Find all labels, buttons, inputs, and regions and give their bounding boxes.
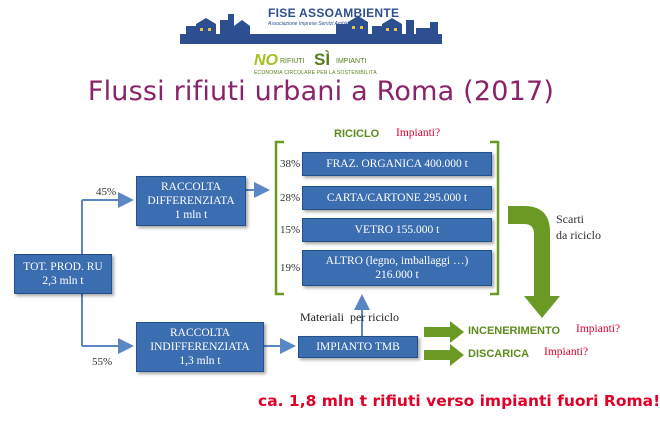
total-value: 2,3 mln t: [42, 275, 84, 287]
recycling-label: RICICLO: [334, 128, 380, 140]
page-title: Flussi rifiuti urbani a Roma (2017): [87, 76, 555, 107]
campaign-logo: NO RIFIUTI SÌ IMPIANTI ECONOMIA CIRCOLAR…: [240, 50, 420, 80]
recycling-paper-box: CARTA/CARTONE 295.000 t: [302, 186, 492, 210]
total-production-box: TOT. PROD. RU 2,3 mln t: [14, 254, 112, 294]
separate-label-2: DIFFERENZIATA: [147, 195, 235, 207]
tmb-label: IMPIANTO TMB: [316, 341, 400, 353]
fise-logo: FISE ASSOAMBIENTE Associazione Imprese S…: [176, 4, 446, 52]
recycling-other-label: ALTRO (legno, imballaggi …): [325, 255, 469, 267]
recycling-pct-paper: 28%: [280, 192, 301, 204]
tmb-plant-box: IMPIANTO TMB: [298, 336, 418, 358]
incineration-label: INCENERIMENTO: [468, 325, 561, 337]
separate-label-1: RACCOLTA: [161, 181, 221, 193]
mixed-value: 1,3 mln t: [179, 355, 221, 367]
campaign-rifiuti: RIFIUTI: [280, 58, 305, 65]
mixed-share: 55%: [92, 356, 113, 368]
landfill-label: DISCARICA: [468, 348, 530, 360]
footer-note: ca. 1,8 mln t rifiuti verso impianti fuo…: [258, 392, 660, 410]
recycling-organic-label: FRAZ. ORGANICA 400.000 t: [326, 158, 468, 170]
org-name: FISE ASSOAMBIENTE: [268, 6, 400, 20]
separate-share: 45%: [96, 186, 117, 198]
recycling-pct-glass: 15%: [280, 224, 301, 236]
recycling-other-value: 216.000 t: [375, 269, 419, 281]
campaign-si: SÌ: [314, 50, 331, 69]
org-subtitle: Associazione Imprese Servizi Ambientali: [268, 21, 358, 27]
incineration-question: Impianti?: [576, 323, 621, 335]
recycling-other-box: ALTRO (legno, imballaggi …) 216.000 t: [302, 250, 492, 286]
scarti-arrow: [508, 206, 560, 318]
recycling-pct-organic: 38%: [280, 158, 301, 170]
recycling-plants-question: Impianti?: [396, 127, 441, 139]
landfill-question: Impianti?: [544, 346, 589, 358]
recycling-paper-label: CARTA/CARTONE 295.000 t: [326, 192, 468, 204]
recycling-glass-label: VETRO 155.000 t: [354, 224, 440, 236]
mixed-label-1: RACCOLTA: [170, 327, 230, 339]
separate-collection-box: RACCOLTA DIFFERENZIATA 1 mln t: [136, 176, 246, 226]
scarti-label-1: Scarti: [556, 212, 584, 226]
materials-label: Materiali per riciclo: [300, 310, 399, 324]
mixed-label-2: INDIFFERENZIATA: [150, 341, 250, 353]
landfill-arrow: [424, 344, 464, 366]
city-skyline-icon: [180, 14, 442, 44]
recycling-glass-box: VETRO 155.000 t: [302, 218, 492, 242]
flow-connectors: [81, 140, 560, 366]
total-label: TOT. PROD. RU: [23, 261, 103, 273]
campaign-tagline: ECONOMIA CIRCOLARE PER LA SOSTENIBILITÀ: [254, 70, 377, 76]
incineration-arrow: [424, 321, 464, 343]
recycling-pct-other: 19%: [280, 262, 301, 274]
separate-value: 1 mln t: [174, 209, 208, 221]
mixed-collection-box: RACCOLTA INDIFFERENZIATA 1,3 mln t: [136, 322, 264, 372]
recycling-organic-box: FRAZ. ORGANICA 400.000 t: [302, 152, 492, 176]
campaign-impianti: IMPIANTI: [336, 58, 367, 65]
campaign-no: NO: [254, 52, 278, 69]
scarti-label-2: da riciclo: [556, 228, 601, 242]
